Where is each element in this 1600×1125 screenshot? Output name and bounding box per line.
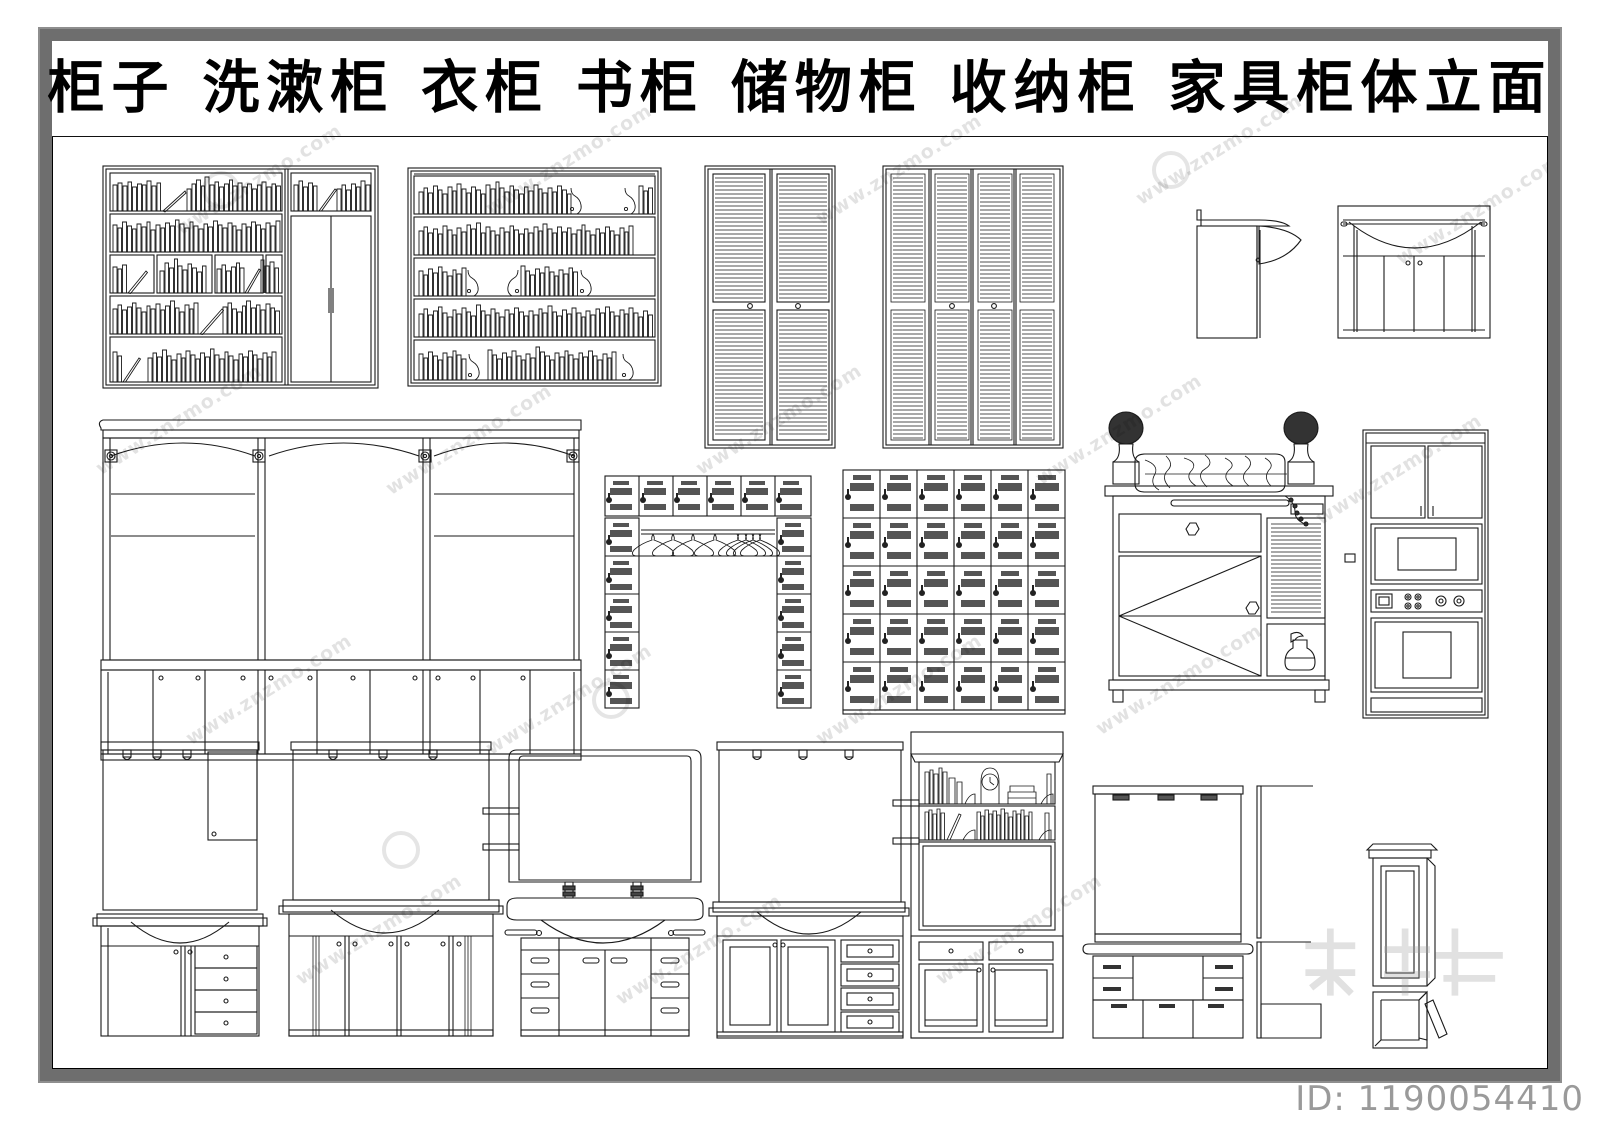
drawing-hutch-bookcase-cabinet <box>910 731 1064 1039</box>
drawing-sideboard-with-backsplash <box>1082 785 1254 1039</box>
drawing-basin-cabinet-front-view <box>1337 205 1491 339</box>
drawing-tall-partition-panel <box>1256 785 1322 1039</box>
drawing-console-cabinet-with-topiary <box>1104 411 1334 703</box>
drawing-bookcase-with-cabinet <box>102 165 379 389</box>
drawing-louvered-wardrobe-2-door <box>704 165 836 449</box>
drawing-frame-inner <box>52 41 1548 1069</box>
drawing-basin-cabinet-side-view <box>1196 209 1302 339</box>
drawing-open-bookcase-5-shelf <box>407 167 662 387</box>
title-band: 柜子 洗漱柜 衣柜 书柜 储物柜 收纳柜 家具柜体立面 <box>47 41 1548 137</box>
drawing-vanity-mirror-cabinet-a <box>92 741 268 1037</box>
drawing-canvas <box>53 138 1547 1068</box>
drawing-oven-tower-cabinet <box>1344 429 1489 719</box>
drawing-vanity-framed-mirror <box>504 749 706 1037</box>
page-title: 柜子 洗漱柜 衣柜 书柜 储物柜 收纳柜 家具柜体立面 <box>47 55 1553 121</box>
drawing-vanity-mirror-cabinet-b <box>278 741 520 1037</box>
drawing-louvered-wardrobe-4-door <box>882 165 1064 449</box>
drawing-locker-closet-u-shape <box>604 475 812 709</box>
drawing-vanity-mirror-cabinet-c <box>708 741 920 1039</box>
drawing-panel-door-elevation <box>1365 843 1448 1049</box>
drawing-id-label: ID: 1190054410 <box>1295 1079 1584 1119</box>
drawing-locker-bank <box>842 469 1066 715</box>
drawing-display-cabinet-large <box>98 419 582 761</box>
